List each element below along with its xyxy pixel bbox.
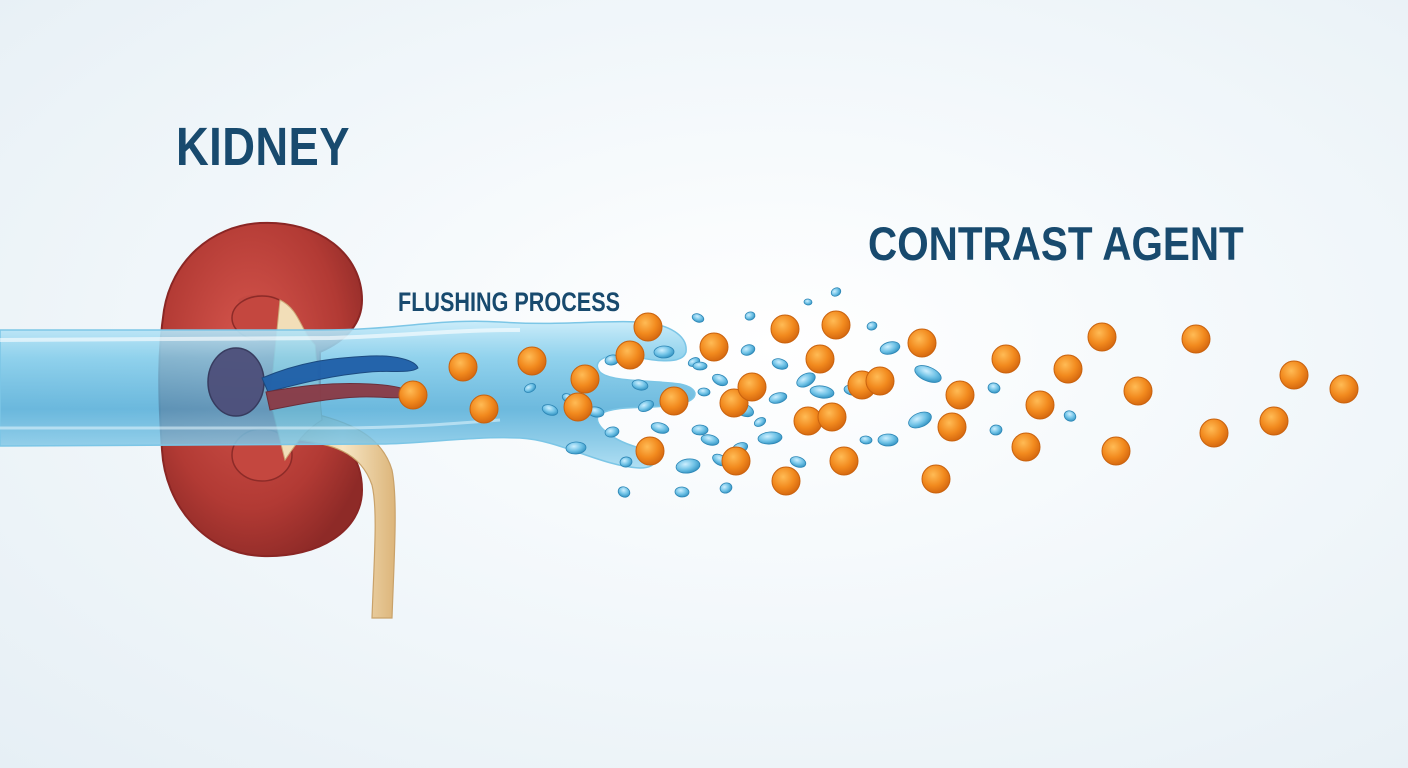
water-droplet — [989, 424, 1003, 436]
contrast-particle — [633, 312, 663, 342]
water-droplet — [541, 404, 559, 416]
contrast-particle — [921, 464, 951, 494]
contrast-particle — [865, 366, 895, 396]
contrast-particle — [563, 392, 593, 422]
water-droplet — [631, 379, 649, 391]
water-droplet — [866, 321, 878, 331]
water-droplet — [740, 344, 756, 356]
kidney-label: KIDNEY — [176, 117, 350, 177]
water-droplet — [753, 417, 767, 427]
water-droplet — [1063, 410, 1077, 422]
water-droplet — [796, 372, 816, 388]
contrast-particle — [1329, 374, 1359, 404]
renal-vein — [261, 355, 419, 393]
water-droplet — [604, 426, 620, 438]
water-droplet — [987, 382, 1001, 394]
water-droplet — [908, 411, 932, 429]
water-droplet — [691, 313, 705, 323]
water-droplet — [697, 387, 711, 397]
water-droplet — [830, 287, 842, 297]
water-droplet — [879, 341, 901, 355]
contrast-particle — [1279, 360, 1309, 390]
contrast-particles — [398, 310, 1359, 496]
contrast-agent-label: CONTRAST AGENT — [868, 217, 1244, 270]
contrast-particle — [1053, 354, 1083, 384]
water-droplet — [675, 458, 701, 474]
water-droplet — [523, 383, 537, 393]
contrast-particle — [1123, 376, 1153, 406]
water-droplet — [771, 358, 789, 370]
contrast-particle — [517, 346, 547, 376]
water-droplet — [638, 399, 654, 413]
water-droplet — [719, 482, 733, 494]
contrast-particle — [1025, 390, 1055, 420]
contrast-particle — [771, 466, 801, 496]
water-droplet — [757, 431, 783, 445]
water-droplet — [617, 486, 631, 498]
contrast-particle — [945, 380, 975, 410]
water-droplet — [674, 486, 690, 498]
contrast-particle — [991, 344, 1021, 374]
contrast-particle — [907, 328, 937, 358]
contrast-particle — [829, 446, 859, 476]
contrast-particle — [1087, 322, 1117, 352]
water-droplet — [859, 435, 873, 445]
water-highlight — [0, 328, 521, 342]
water-droplet — [691, 424, 709, 436]
water-droplet — [803, 298, 813, 306]
water-droplet — [692, 361, 708, 371]
contrast-particle — [398, 380, 428, 410]
water-droplet — [650, 422, 670, 434]
contrast-particle — [1259, 406, 1289, 436]
water-droplet — [877, 433, 899, 447]
water-droplet — [653, 345, 675, 359]
water-droplet — [789, 456, 807, 468]
contrast-particle — [817, 402, 847, 432]
kidney-core — [207, 347, 419, 417]
water-droplet — [700, 434, 720, 446]
water-droplet — [744, 311, 756, 321]
contrast-particle — [469, 394, 499, 424]
contrast-particle — [1181, 324, 1211, 354]
contrast-particle — [821, 310, 851, 340]
contrast-particle — [1011, 432, 1041, 462]
contrast-particle — [737, 372, 767, 402]
contrast-particle — [635, 436, 665, 466]
contrast-particle — [570, 364, 600, 394]
contrast-particle — [793, 406, 823, 436]
contrast-particle — [937, 412, 967, 442]
contrast-particle — [699, 332, 729, 362]
contrast-particle — [770, 314, 800, 344]
renal-pelvis — [207, 347, 265, 417]
contrast-particle — [615, 340, 645, 370]
water-droplet — [712, 373, 728, 387]
water-droplet — [768, 392, 788, 404]
contrast-particle — [1101, 436, 1131, 466]
contrast-particle — [448, 352, 478, 382]
contrast-particle — [805, 344, 835, 374]
contrast-particle — [721, 446, 751, 476]
contrast-particle — [1199, 418, 1229, 448]
water-droplet — [565, 441, 587, 455]
water-droplet — [809, 385, 835, 399]
contrast-particle — [659, 386, 689, 416]
flushing-process-label: FLUSHING PROCESS — [398, 287, 621, 317]
water-droplet — [619, 456, 633, 468]
water-droplet — [914, 365, 942, 383]
